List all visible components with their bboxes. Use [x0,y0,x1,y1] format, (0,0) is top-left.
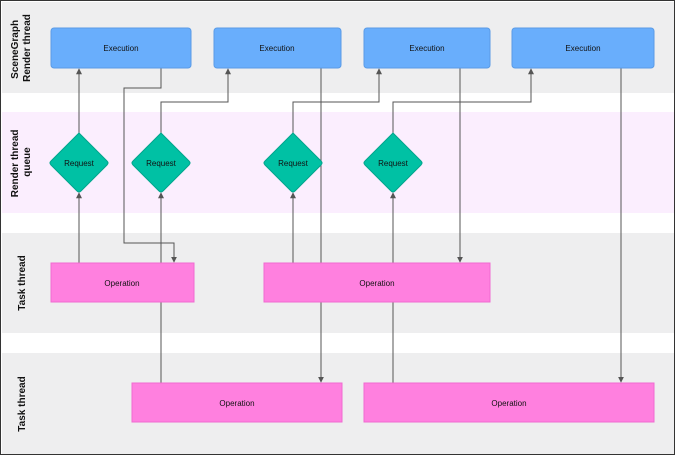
execution-node: Execution [511,27,655,69]
operation-label: Operation [491,399,526,408]
execution-label: Execution [409,44,444,53]
operation-label: Operation [219,399,254,408]
execution-label: Execution [565,44,600,53]
operation-label: Operation [359,279,394,288]
request-label: Request [378,159,409,168]
connector-request-2-to-execution-2 [160,68,231,133]
lane-label-scenegraph: SceneGraph Render thread [10,14,33,82]
execution-node: Execution [50,27,192,69]
lane-label-task-thread-2: Task thread [17,376,28,431]
lane-label-render-queue: Render thread queue [10,127,33,198]
operation-label: Operation [104,279,139,288]
request-node: Request [363,132,423,193]
execution-node: Execution [213,27,342,69]
connector-request-3-to-execution-3 [292,68,382,133]
operation-node: Operation [263,262,491,303]
connectors [76,68,624,383]
execution-label: Execution [103,44,138,53]
operation-node: Operation [363,382,655,423]
connector-request-4-to-execution-4 [392,68,534,133]
execution-label: Execution [259,44,294,53]
lane-label-task-thread-1: Task thread [17,255,28,310]
request-node: Request [263,132,323,193]
request-label: Request [64,159,95,168]
lane-band-render-queue [2,112,674,213]
execution-node: Execution [363,27,491,69]
request-label: Request [146,159,177,168]
request-node: Request [131,132,191,193]
connector-execution-1-to-operation-1 [123,68,177,263]
request-node: Request [49,132,109,193]
operation-node: Operation [50,262,195,303]
request-label: Request [278,159,309,168]
operation-node: Operation [131,382,343,423]
